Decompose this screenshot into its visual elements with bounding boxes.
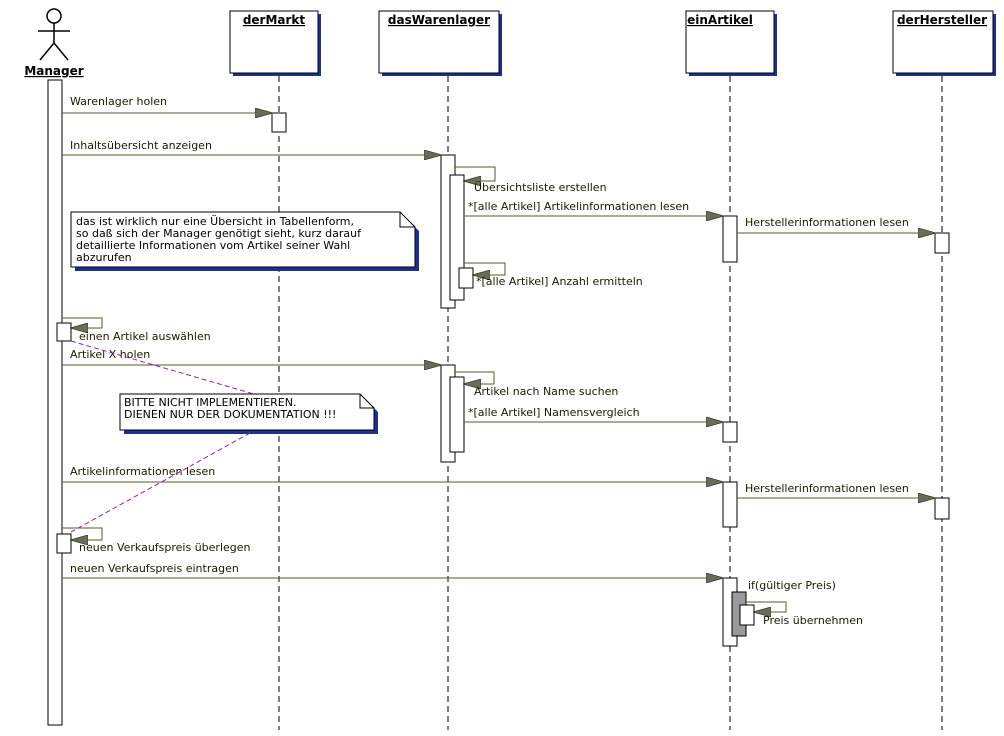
lifeline-header-dasWarenlager[interactable]: dasWarenlager xyxy=(378,10,502,76)
message-label-m4: *[alle Artikel] Artikelinformationen les… xyxy=(468,200,689,213)
note-documentation-fold xyxy=(359,394,374,409)
message-label-m7: einen Artikel auswählen xyxy=(79,330,211,343)
note-documentation-line-1: BITTE NICHT IMPLEMENTIEREN. xyxy=(124,396,296,409)
activation-derMarkt xyxy=(271,112,287,133)
message-label-m6: *[alle Artikel] Anzahl ermitteln xyxy=(476,275,643,288)
activation-artikel-3 xyxy=(722,481,738,528)
lifeline-title-derHersteller: derHersteller xyxy=(897,13,987,27)
note-overview-line-1: das ist wirklich nur eine Übersicht in T… xyxy=(76,215,354,228)
message-label-m14: neuen Verkaufspreis eintragen xyxy=(70,562,239,575)
note-overview-line-4: abzurufen xyxy=(76,251,132,264)
actor-manager[interactable]: Manager xyxy=(24,8,84,78)
message-line-m16 xyxy=(746,601,787,612)
lifeline-title-dasWarenlager: dasWarenlager xyxy=(388,13,490,27)
activation-hersteller-2 xyxy=(934,497,950,520)
actor-label: Manager xyxy=(24,64,83,78)
note-overview-line-2: so daß sich der Manager genötigt sieht, … xyxy=(76,227,362,240)
message-line-m13 xyxy=(62,527,103,540)
message-line-m6 xyxy=(464,262,506,275)
message-label-m12: Herstellerinformationen lesen xyxy=(745,482,909,495)
note-overview-line-3: detaillierte Informationen vom Artikel s… xyxy=(76,239,350,252)
note-link-upper xyxy=(70,340,255,395)
message-line-m7 xyxy=(62,317,103,328)
activation-hersteller-1 xyxy=(934,232,950,254)
note-documentation-box xyxy=(119,393,375,431)
stick-figure-icon xyxy=(38,8,70,61)
activation-manager-select xyxy=(56,322,72,342)
message-label-m5: Herstellerinformationen lesen xyxy=(745,216,909,229)
note-overview-box xyxy=(70,211,416,268)
lifeline-title-einArtikel: einArtikel xyxy=(687,13,753,27)
note-overview[interactable]: das ist wirklich nur eine Übersicht in T… xyxy=(70,211,419,271)
note-link-lower xyxy=(70,432,251,533)
message-label-m8: Artikel X holen xyxy=(70,348,150,361)
message-label-m10: *[alle Artikel] Namensvergleich xyxy=(468,406,640,419)
note-documentation-line-2: DIENEN NUR DER DOKUMENTATION !!! xyxy=(124,408,336,421)
lifeline-header-einArtikel[interactable]: einArtikel xyxy=(685,10,777,76)
message-label-m15: if(gültiger Preis) xyxy=(748,579,836,592)
activation-preis xyxy=(739,604,755,626)
activation-artikel-2 xyxy=(722,421,738,443)
actor-activation-bar xyxy=(47,79,63,726)
message-line-m9 xyxy=(455,371,495,384)
activation-warenlager-anzahl xyxy=(458,267,474,289)
activation-manager-price xyxy=(56,533,72,554)
message-label-m2: Inhaltsübersicht anzeigen xyxy=(70,139,212,152)
lifeline-title-derMarkt: derMarkt xyxy=(243,13,306,27)
message-label-m16: Preis übernehmen xyxy=(763,614,863,627)
message-label-m11: Artikelinformationen lesen xyxy=(70,465,215,478)
activation-artikel-1 xyxy=(722,215,738,263)
message-label-m9: Artikel nach Name suchen xyxy=(474,385,618,398)
message-label-m1: Warenlager holen xyxy=(70,95,167,108)
activation-warenlager-2-nested xyxy=(449,376,465,453)
note-overview-fold xyxy=(399,212,415,228)
message-line-m3 xyxy=(455,166,496,181)
lifeline-header-derHersteller[interactable]: derHersteller xyxy=(892,10,996,76)
lifeline-header-derMarkt[interactable]: derMarkt xyxy=(229,10,321,76)
note-documentation[interactable]: BITTE NICHT IMPLEMENTIEREN. DIENEN NUR D… xyxy=(119,393,378,434)
message-label-m3: Übersichtsliste erstellen xyxy=(474,181,607,194)
message-label-m13: neuen Verkaufspreis überlegen xyxy=(79,541,251,554)
